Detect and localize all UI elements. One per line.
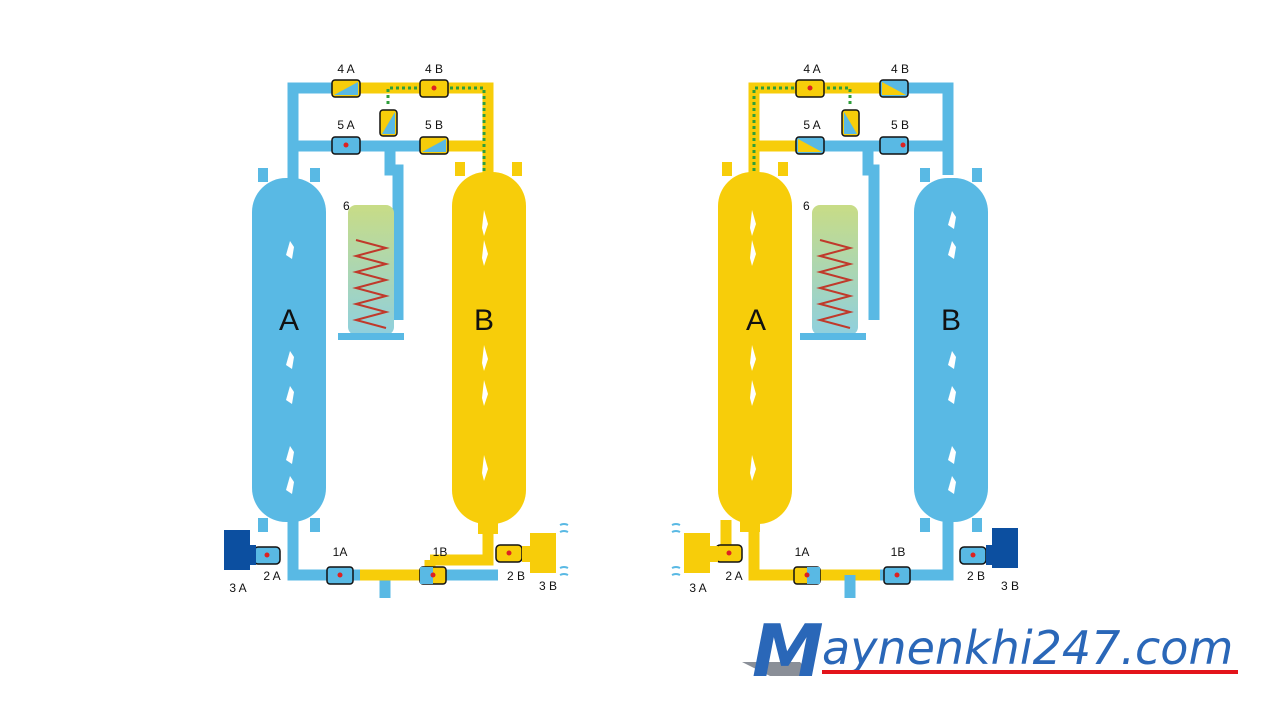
flow-up-arrows bbox=[286, 241, 294, 494]
valve-1a-label: 1A bbox=[333, 545, 348, 559]
silencer-3b-label: 3 B bbox=[539, 579, 557, 593]
valve-check-center bbox=[841, 109, 860, 137]
valve-4a-label: 4 A bbox=[803, 62, 820, 76]
valve-5a: 5 A bbox=[795, 118, 825, 155]
logo-underline bbox=[822, 670, 1238, 674]
logo-swoosh bbox=[742, 662, 812, 676]
valve-5a: 5 A bbox=[331, 118, 361, 155]
valve-4a: 4 A bbox=[331, 62, 361, 98]
valve-4b: 4 B bbox=[879, 62, 909, 98]
tower-a-label: A bbox=[279, 304, 299, 337]
valve-1a: 1A bbox=[793, 545, 821, 585]
valve-2b: 2 B bbox=[959, 546, 987, 583]
valve-4b-label: 4 B bbox=[425, 62, 443, 76]
valve-2a-label: 2 A bbox=[263, 569, 280, 583]
flow-down-arrows bbox=[482, 210, 488, 481]
logo-initial: M bbox=[752, 609, 824, 693]
silencer-3b-label: 3 B bbox=[1001, 579, 1019, 593]
valve-2b-label: 2 B bbox=[967, 569, 985, 583]
valve-4b: 4 B bbox=[419, 62, 449, 98]
heater-label: 6 bbox=[343, 199, 350, 213]
valve-1b-label: 1B bbox=[891, 545, 906, 559]
flow-down-arrows bbox=[750, 210, 756, 481]
silencer-3a-label: 3 A bbox=[689, 581, 706, 595]
valve-5b-label: 5 B bbox=[425, 118, 443, 132]
valve-5b: 5 B bbox=[879, 118, 909, 155]
valve-2b-label: 2 B bbox=[507, 569, 525, 583]
heater: 6 bbox=[800, 199, 866, 340]
tower-b-label: B bbox=[941, 304, 961, 337]
valve-1a: 1A bbox=[326, 545, 354, 585]
heater-label: 6 bbox=[803, 199, 810, 213]
tower-a: A bbox=[718, 162, 792, 532]
heater: 6 bbox=[338, 199, 404, 340]
tower-a: A bbox=[252, 168, 326, 532]
valve-5a-label: 5 A bbox=[803, 118, 820, 132]
valve-5b: 5 B bbox=[419, 118, 449, 155]
tower-a-label: A bbox=[746, 304, 766, 337]
tower-b: B bbox=[914, 168, 988, 532]
valve-1b-label: 1B bbox=[433, 545, 448, 559]
valve-2a-label: 2 A bbox=[725, 569, 742, 583]
flow-up-arrows bbox=[948, 211, 956, 494]
tower-b-label: B bbox=[474, 304, 494, 337]
valve-5b-label: 5 B bbox=[891, 118, 909, 132]
valve-2a: 2 A bbox=[715, 544, 743, 583]
silencer-3a: 3 A bbox=[224, 530, 256, 595]
valve-5a-label: 5 A bbox=[337, 118, 354, 132]
brand-logo: M aynenkhi247.com bbox=[742, 609, 1238, 693]
valve-1a-label: 1A bbox=[795, 545, 810, 559]
silencer-3b: 3 B bbox=[986, 528, 1019, 593]
tower-b: B bbox=[452, 162, 526, 534]
logo-text: aynenkhi247.com bbox=[822, 621, 1233, 675]
valve-1b: 1B bbox=[883, 545, 911, 585]
valve-check-center bbox=[379, 109, 398, 137]
diagram-right: A B bbox=[671, 62, 1019, 598]
valve-2b: 2 B bbox=[495, 544, 525, 583]
silencer-3a-label: 3 A bbox=[229, 581, 246, 595]
valve-4a-label: 4 A bbox=[337, 62, 354, 76]
silencer-3b: 3 B bbox=[522, 523, 569, 593]
diagram-left: A B bbox=[224, 62, 569, 598]
silencer-3a: 3 A bbox=[671, 523, 718, 595]
valve-4b-label: 4 B bbox=[891, 62, 909, 76]
valve-1b: 1B bbox=[419, 545, 448, 585]
valve-4a: 4 A bbox=[795, 62, 825, 98]
valve-2a: 2 A bbox=[253, 546, 281, 583]
